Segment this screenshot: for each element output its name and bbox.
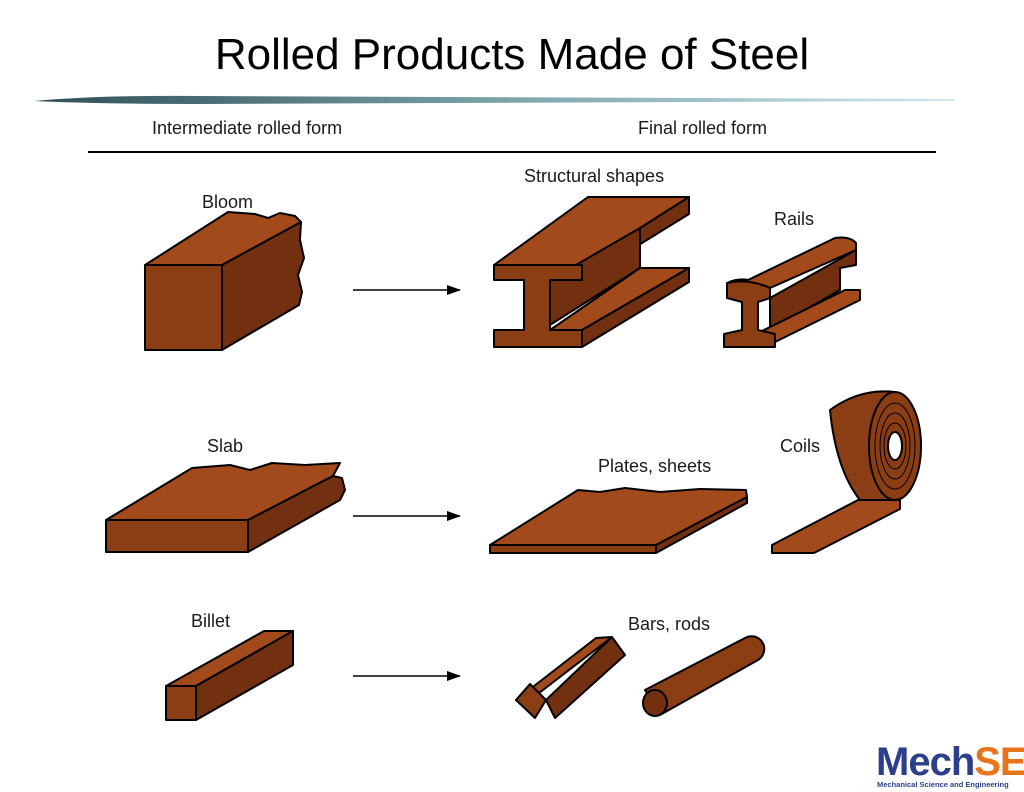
label-structural-shapes: Structural shapes [524,166,665,186]
label-plates-sheets: Plates, sheets [598,456,712,476]
bar-side-face [545,636,626,719]
header-final: Final rolled form [638,118,768,138]
logo-wordmark: MechSE [876,742,1024,782]
label-bars-rods: Bars, rods [628,614,711,634]
rod-end-face [642,689,668,717]
rod-shape [642,635,766,717]
plate-front-face [489,544,657,554]
billet-front-face [165,685,197,721]
bloom-side-face [221,221,305,351]
label-billet: Billet [191,611,231,631]
bar-end-face [515,683,547,719]
slab-front-face [105,519,249,553]
logo-subtitle: Mechanical Science and Engineering [877,780,1009,789]
label-bloom: Bloom [202,192,254,212]
label-slab: Slab [207,436,244,456]
label-coils: Coils [780,436,821,456]
billet-shape [165,630,294,721]
mechse-logo: MechSE Mechanical Science and Engineerin… [876,742,1024,792]
rail-front-section [723,280,776,348]
coil-shape [771,390,922,554]
title-underline-bar [34,95,955,104]
coil-hole [887,431,903,461]
bloom-front-face [144,264,223,351]
coil-ring-3 [883,422,907,470]
logo-se: SE [974,740,1024,784]
bloom-shape [144,211,305,351]
coil-ring-2 [879,412,911,480]
slide-title: Rolled Products Made of Steel [214,30,810,79]
coil-strip [771,499,901,554]
logo-mech: Mech [876,740,975,784]
plate-shape [489,487,748,554]
label-rails: Rails [774,209,815,229]
coil-ring-1 [874,402,916,490]
header-intermediate: Intermediate rolled form [152,118,343,138]
slab-shape [105,462,346,553]
i-beam-shape [493,196,690,348]
rod-body [644,635,766,716]
i-beam-front-section [493,264,583,348]
bar-shape [515,636,626,719]
rail-shape [723,236,861,348]
